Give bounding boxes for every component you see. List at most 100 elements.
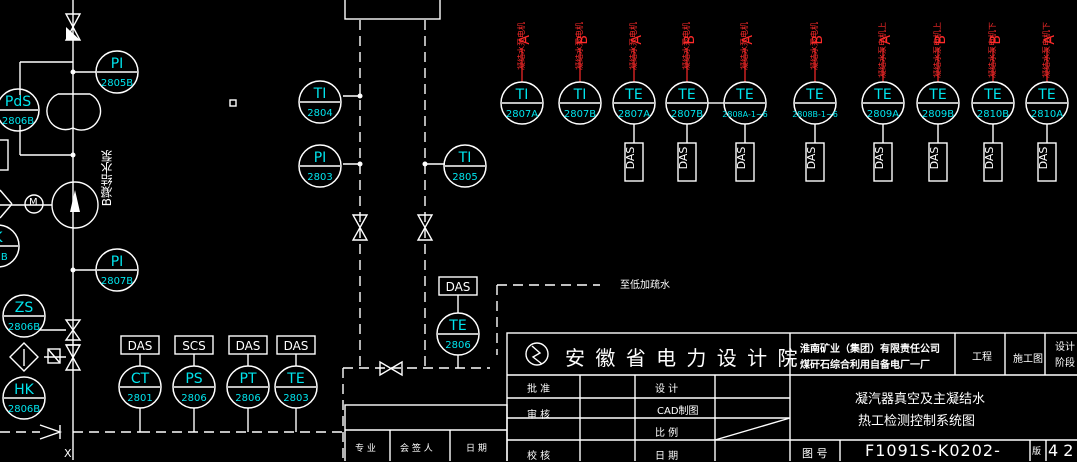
top-inst-7-das-box	[873, 142, 893, 182]
top-inst-6-das-box	[805, 142, 825, 182]
hk-2806b-num: 2806B	[8, 404, 40, 415]
drain-to-label: 至低加疏水	[620, 280, 670, 291]
bottom-inst-2-num: 2806	[181, 393, 206, 404]
cut-box	[0, 139, 9, 171]
top-inst-6-tag: TE	[805, 87, 823, 103]
top-inst-10-bus: A	[1042, 35, 1058, 45]
ti-2804-circle	[298, 80, 342, 124]
k-partial-num: 01B	[0, 252, 8, 263]
left-piping	[0, 0, 140, 460]
small-square	[229, 99, 237, 107]
left-col-3: 日 期	[466, 444, 487, 454]
owner-line-2: 煤矸石综合利用自备电厂一厂	[800, 360, 930, 371]
top-inst-4-desc: 凝结水泵电机	[681, 22, 691, 70]
top-inst-5-das-box	[735, 142, 755, 182]
stage-design: 设计	[1055, 342, 1075, 353]
top-inst-8-desc: 凝结水泵电机上	[932, 22, 942, 78]
top-inst-3-das-box	[624, 142, 644, 182]
top-inst-5-desc: 凝结水泵电机	[739, 22, 749, 70]
top-inst-5-bus: A	[740, 35, 756, 45]
pi-2807b-tag: PI	[111, 254, 124, 270]
x-label: X	[64, 447, 72, 460]
bottom-inst-1-tag: CT	[131, 371, 150, 387]
bottom-inst-1-box-label: DAS	[128, 339, 153, 353]
ti-2804-tag: TI	[313, 86, 327, 102]
top-inst-9-desc: 凝结水泵电机下	[987, 22, 997, 78]
top-inst-10-tag: TE	[1037, 87, 1055, 103]
bottom-inst-3-num: 2806	[235, 393, 260, 404]
pump-label: B凝结水泵	[100, 150, 114, 207]
top-inst-8-das-label: DAS	[928, 147, 941, 170]
pi-2805b-num: 2805B	[101, 78, 133, 89]
pi-2805b-tag: PI	[111, 56, 124, 72]
row-approve: 批 准	[527, 384, 551, 395]
title-block	[344, 332, 1077, 461]
top-inst-3-desc: 凝结水泵电机	[628, 22, 638, 70]
top-inst-5-tag: TE	[735, 87, 753, 103]
pds-2806b-num: 2806B	[2, 116, 34, 127]
pds-2806b-tag: PdS	[5, 94, 31, 110]
row-review: 审 核	[527, 410, 551, 421]
top-inst-9-tag: TE	[983, 87, 1001, 103]
te-2806-tag: TE	[448, 318, 466, 334]
top-inst-3-bus: A	[629, 35, 645, 45]
top-inst-9-num: 2810B	[977, 109, 1009, 120]
top-inst-2-num: 2807B	[564, 109, 596, 120]
row-scale: 比 例	[655, 428, 679, 439]
drawing-no-label: 图 号	[802, 447, 828, 460]
ti-2805-num: 2805	[452, 172, 477, 183]
top-inst-3-num: 2807A	[618, 109, 650, 120]
top-inst-6-bus: B	[810, 35, 826, 45]
top-inst-3-das-label: DAS	[624, 147, 637, 170]
motor-label: M	[29, 197, 38, 208]
zs-2806b-num: 2806B	[8, 322, 40, 333]
top-inst-6-das-label: DAS	[805, 147, 818, 170]
k-partial-tag: K	[0, 230, 3, 246]
top-inst-6-desc: 凝结水泵电机	[809, 22, 819, 70]
hk-2806b-circle	[2, 376, 46, 420]
top-inst-10-desc: 凝结水泵电机下	[1041, 22, 1051, 78]
top-inst-8-das-box	[928, 142, 948, 182]
top-inst-10-das-box	[1037, 142, 1057, 182]
row-date: 日 期	[655, 451, 679, 462]
top-inst-1-num: 2807A	[506, 109, 538, 120]
ti-2805-tag: TI	[458, 150, 472, 166]
bottom-inst-1-num: 2801	[127, 393, 152, 404]
top-inst-1-tag: TI	[515, 87, 529, 103]
top-inst-3-tag: TE	[624, 87, 642, 103]
sheet-label: 版	[1032, 447, 1042, 457]
row-design: 设 计	[655, 384, 679, 395]
top-inst-10-num: 2810A	[1031, 109, 1063, 120]
zs-2806b-tag: ZS	[15, 300, 34, 316]
pds-2806b-circle	[0, 88, 40, 132]
top-inst-8-tag: TE	[928, 87, 946, 103]
top-inst-1-circle	[500, 81, 544, 125]
top-inst-7-tag: TE	[873, 87, 891, 103]
row-cad: CAD制图	[657, 406, 699, 417]
bottom-inst-2-box-label: SCS	[182, 339, 206, 353]
ti-2805-circle	[443, 144, 487, 188]
top-inst-5-num: 2808A-1~6	[722, 110, 767, 119]
hk-2806b-tag: HK	[14, 382, 35, 398]
top-inst-4-das-box	[677, 142, 697, 182]
top-inst-6-num: 2808B-1~6	[792, 110, 838, 119]
pi-2803-circle	[298, 144, 342, 188]
top-inst-8-bus: B	[933, 35, 949, 45]
zs-2806b-circle	[2, 294, 46, 338]
sheet-number: 4 2	[1048, 441, 1074, 460]
top-inst-4-das-label: DAS	[677, 147, 690, 170]
top-inst-7-num: 2809A	[867, 109, 899, 120]
row-check: 校 核	[527, 451, 551, 462]
top-inst-2-desc: 凝结水泵电机	[574, 22, 584, 70]
pi-2805b-circle	[95, 50, 139, 94]
bottom-inst-3-tag: PT	[240, 371, 257, 387]
ti-2804-num: 2804	[307, 108, 332, 119]
top-inst-2-bus: B	[575, 35, 591, 45]
stage-project: 工程	[972, 352, 992, 363]
bottom-inst-4-box-label: DAS	[284, 339, 309, 353]
pi-2807b-num: 2807B	[101, 276, 133, 287]
top-inst-9-das-box	[983, 142, 1003, 182]
bottom-inst-2-tag: PS	[185, 371, 202, 387]
